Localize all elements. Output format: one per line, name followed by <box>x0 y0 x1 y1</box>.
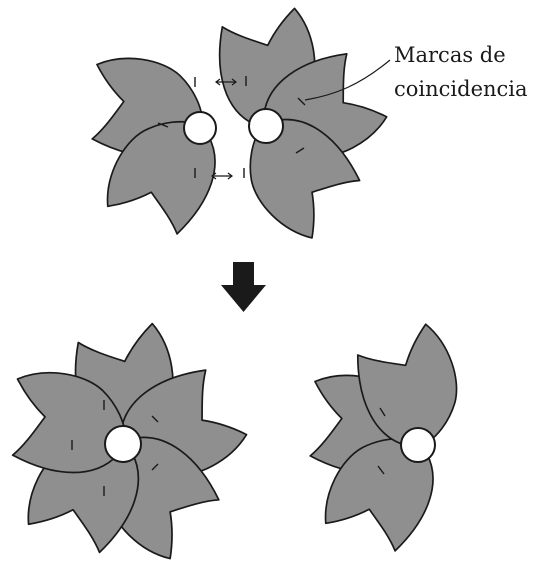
center-hole <box>104 425 142 463</box>
matching-mark <box>377 465 385 475</box>
complete-flower <box>0 322 254 565</box>
matching-mark <box>157 122 169 128</box>
matching-mark <box>379 407 386 417</box>
top-left-petal-pair <box>72 44 238 252</box>
callout-label-line1: Marcas de <box>394 43 506 67</box>
three-petal-group <box>290 319 467 565</box>
matching-mark <box>151 415 159 423</box>
matching-mark <box>151 463 159 471</box>
matching-mark <box>295 147 305 154</box>
center-hole <box>183 111 217 145</box>
center-hole <box>400 427 436 463</box>
double-arrow-icon <box>211 172 233 180</box>
matching-mark <box>297 97 306 106</box>
callout-leader-line <box>304 59 391 101</box>
down-arrow-icon <box>221 262 266 312</box>
callout-label-line2: coincidencia <box>394 77 528 101</box>
center-hole <box>248 108 284 144</box>
top-right-petal-trio <box>218 7 394 251</box>
double-arrow-icon <box>215 78 237 86</box>
